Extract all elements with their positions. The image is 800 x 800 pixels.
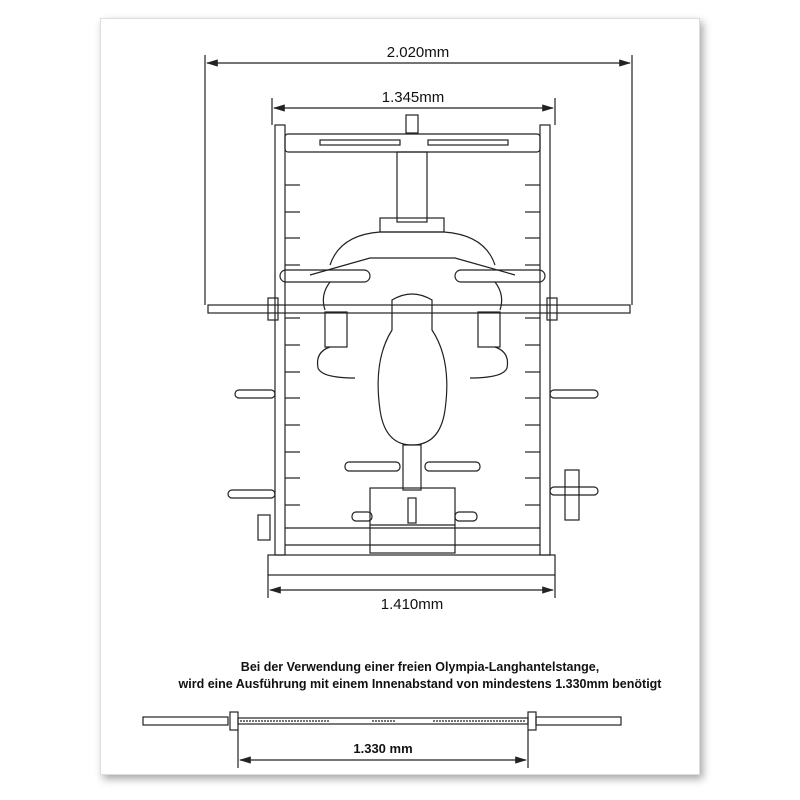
olympic-barbell xyxy=(142,711,622,768)
leg-rollers xyxy=(344,461,481,522)
bench-pad xyxy=(377,293,448,491)
bar-distance-label: 1.330 mm xyxy=(353,741,413,756)
weight-stack xyxy=(369,487,456,554)
inner-width-label: 1.345mm xyxy=(381,89,445,106)
dimension-overall xyxy=(204,55,633,305)
base-width-label: 1.410mm xyxy=(380,596,444,613)
dimension-inner xyxy=(271,98,556,125)
lat-pulldown-bar xyxy=(284,114,541,233)
note-line-2: wird eine Ausführung mit einem Innenabst… xyxy=(178,677,662,691)
press-arms xyxy=(279,231,546,311)
plate-storage-pegs xyxy=(227,389,599,541)
overall-width-label: 2.020mm xyxy=(386,44,450,61)
smith-bar xyxy=(207,297,631,321)
base-frame xyxy=(267,527,556,576)
note-line-1: Bei der Verwendung einer freien Olympia-… xyxy=(240,660,600,674)
dip-handles xyxy=(316,311,509,379)
dimension-base xyxy=(267,575,556,598)
